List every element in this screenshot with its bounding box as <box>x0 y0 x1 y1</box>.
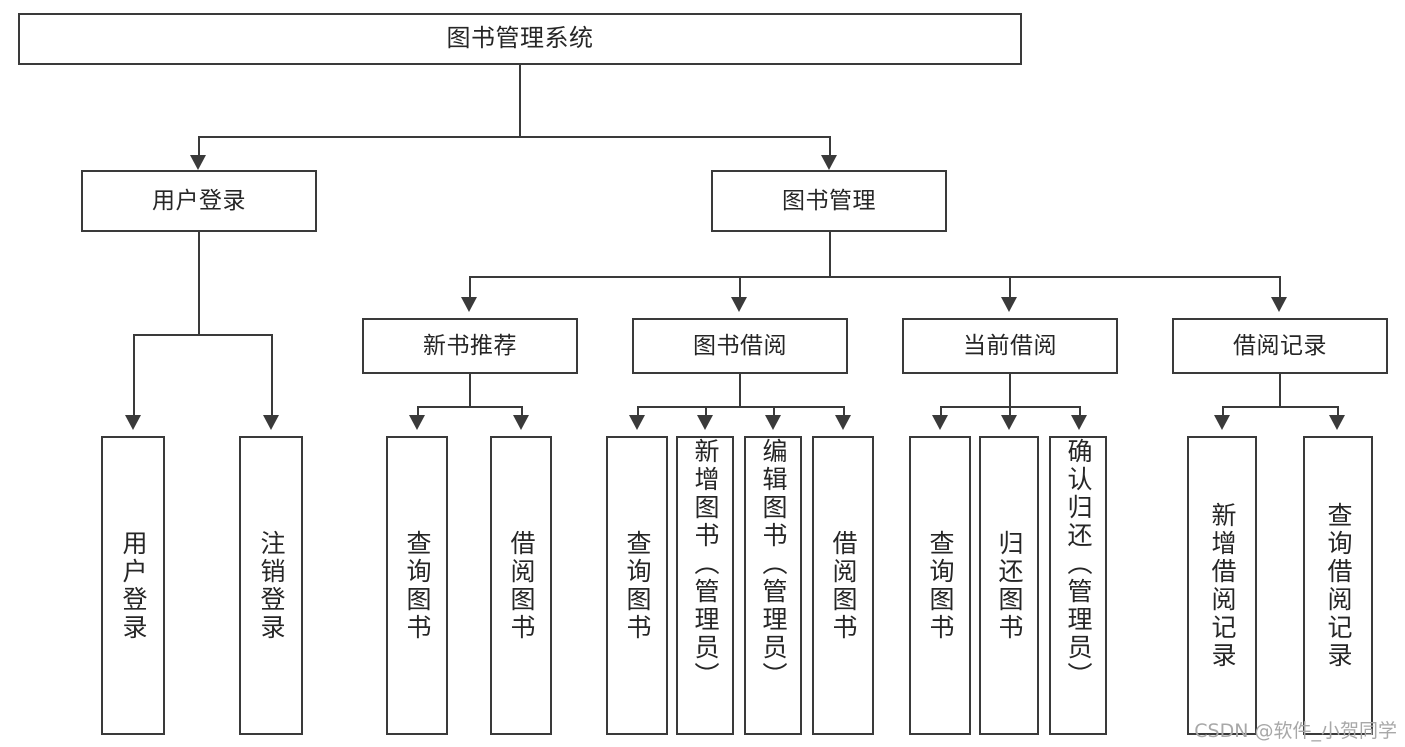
connector-user-login-stem <box>198 232 200 334</box>
csdn-watermark: CSDN @软件_小贺同学 <box>1194 720 1397 742</box>
node-label: 新增图书（管理员） <box>691 438 719 690</box>
node-label: 借阅图书 <box>829 529 857 642</box>
connector-new-book-rec-stem <box>469 374 471 406</box>
connector-book-borrow-drop-2 <box>705 406 707 417</box>
leaf-borrow-book-new-rec[interactable]: 借阅图书 <box>490 436 552 735</box>
leaf-query-book-borrow[interactable]: 查询图书 <box>606 436 668 735</box>
node-label: 新书推荐 <box>423 332 517 359</box>
arrow-to-borrow-record <box>1271 297 1287 312</box>
node-label: 图书管理系统 <box>446 24 594 52</box>
connector-book-manage-bus <box>469 276 1280 278</box>
arrow-leaf-borrow-book-2 <box>835 415 851 430</box>
arrow-leaf-return-book <box>1001 415 1017 430</box>
leaf-return-book[interactable]: 归还图书 <box>979 436 1039 735</box>
node-label: 归还图书 <box>995 529 1023 642</box>
connector-root-bus <box>198 136 829 138</box>
node-root-book-management-system[interactable]: 图书管理系统 <box>18 13 1022 65</box>
connector-new-book-rec-drop-2 <box>521 406 523 417</box>
leaf-add-book-admin[interactable]: 新增图书（管理员） <box>676 436 734 735</box>
node-book-management[interactable]: 图书管理 <box>711 170 947 232</box>
arrow-leaf-confirm-return <box>1071 415 1087 430</box>
node-label: 注销登录 <box>257 529 285 642</box>
arrow-leaf-query-book-1 <box>409 415 425 430</box>
arrow-to-book-manage <box>821 155 837 170</box>
leaf-logout-login[interactable]: 注销登录 <box>239 436 303 735</box>
node-label: 查询图书 <box>926 529 954 642</box>
connector-book-borrow-stem <box>739 374 741 406</box>
connector-borrow-record-bus <box>1222 406 1337 408</box>
connector-new-book-rec-bus <box>417 406 522 408</box>
node-label: 图书借阅 <box>693 332 787 359</box>
arrow-leaf-borrow-book-1 <box>513 415 529 430</box>
connector-borrow-record-stem <box>1279 374 1281 406</box>
node-label: 查询借阅记录 <box>1324 501 1352 670</box>
connector-current-borrow-drop-1 <box>940 406 942 417</box>
connector-book-borrow-bus <box>637 406 844 408</box>
connector-user-login-bus <box>133 334 272 336</box>
arrow-leaf-query-record <box>1329 415 1345 430</box>
connector-book-borrow-drop-1 <box>637 406 639 417</box>
connector-book-manage-stem <box>829 232 831 276</box>
node-current-borrow[interactable]: 当前借阅 <box>902 318 1118 374</box>
arrow-leaf-user-login <box>125 415 141 430</box>
node-new-book-recommendation[interactable]: 新书推荐 <box>362 318 578 374</box>
node-label: 新增借阅记录 <box>1208 501 1236 670</box>
node-label: 编辑图书（管理员） <box>759 438 787 690</box>
node-label: 用户登录 <box>152 187 246 214</box>
connector-book-borrow-drop-4 <box>843 406 845 417</box>
node-label: 借阅图书 <box>507 529 535 642</box>
node-borrow-record[interactable]: 借阅记录 <box>1172 318 1388 374</box>
connector-user-login-drop-2 <box>271 334 273 417</box>
arrow-to-new-book-rec <box>461 297 477 312</box>
connector-to-user-login <box>198 136 200 157</box>
node-label: 借阅记录 <box>1233 332 1327 359</box>
connector-root-stem <box>519 65 521 136</box>
connector-borrow-record-drop-1 <box>1222 406 1224 417</box>
connector-user-login-drop-1 <box>133 334 135 417</box>
node-user-login[interactable]: 用户登录 <box>81 170 317 232</box>
leaf-query-book-new-rec[interactable]: 查询图书 <box>386 436 448 735</box>
leaf-confirm-return-admin[interactable]: 确认归还（管理员） <box>1049 436 1107 735</box>
leaf-user-login[interactable]: 用户登录 <box>101 436 165 735</box>
arrow-leaf-query-book-3 <box>932 415 948 430</box>
connector-current-borrow-drop-2 <box>1009 406 1011 417</box>
connector-borrow-record-drop-2 <box>1337 406 1339 417</box>
arrow-to-current-borrow <box>1001 297 1017 312</box>
connector-to-book-manage <box>829 136 831 157</box>
connector-current-borrow-stem <box>1009 374 1011 406</box>
node-label: 图书管理 <box>782 187 876 214</box>
connector-to-current-borrow <box>1009 276 1011 299</box>
connector-new-book-rec-drop-1 <box>417 406 419 417</box>
leaf-borrow-book-borrow[interactable]: 借阅图书 <box>812 436 874 735</box>
arrow-to-book-borrow <box>731 297 747 312</box>
arrow-leaf-logout <box>263 415 279 430</box>
leaf-query-borrow-record[interactable]: 查询借阅记录 <box>1303 436 1373 735</box>
leaf-query-book-current[interactable]: 查询图书 <box>909 436 971 735</box>
node-label: 查询图书 <box>403 529 431 642</box>
arrow-leaf-query-book-2 <box>629 415 645 430</box>
connector-to-borrow-record <box>1279 276 1281 299</box>
arrow-leaf-edit-book <box>765 415 781 430</box>
node-book-borrow[interactable]: 图书借阅 <box>632 318 848 374</box>
leaf-add-borrow-record[interactable]: 新增借阅记录 <box>1187 436 1257 735</box>
node-label: 查询图书 <box>623 529 651 642</box>
arrow-to-user-login <box>190 155 206 170</box>
connector-to-book-borrow <box>739 276 741 299</box>
arrow-leaf-add-book <box>697 415 713 430</box>
leaf-edit-book-admin[interactable]: 编辑图书（管理员） <box>744 436 802 735</box>
connector-current-borrow-drop-3 <box>1079 406 1081 417</box>
node-label: 确认归还（管理员） <box>1064 438 1092 690</box>
node-label: 用户登录 <box>119 529 147 642</box>
connector-book-borrow-drop-3 <box>773 406 775 417</box>
node-label: 当前借阅 <box>963 332 1057 359</box>
connector-to-new-book-rec <box>469 276 471 299</box>
arrow-leaf-add-record <box>1214 415 1230 430</box>
